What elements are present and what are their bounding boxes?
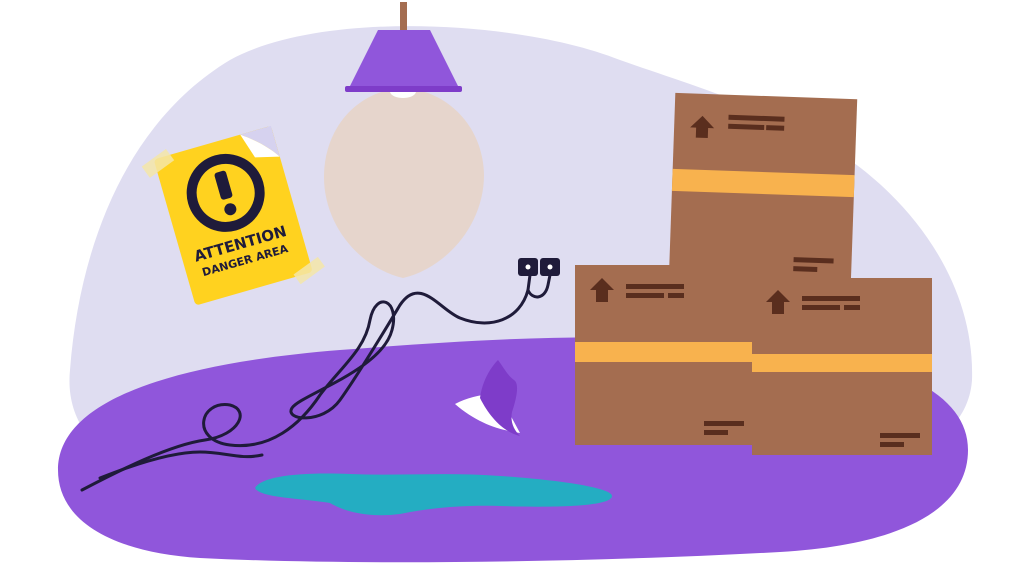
lamp-bulb	[323, 88, 484, 278]
warning-sign-icon: ATTENTION DANGER AREA	[141, 125, 325, 305]
lamp-shade	[348, 30, 460, 90]
plug-icon	[518, 258, 560, 276]
bent-paper-icon	[455, 360, 520, 436]
cardboard-box-icon	[752, 278, 932, 455]
cable-icon	[80, 273, 532, 492]
cardboard-box-icon	[575, 265, 761, 445]
lamp-icon	[323, 2, 484, 278]
puddle-icon	[255, 473, 612, 516]
cardboard-box-icon	[668, 92, 858, 285]
lamp-cord	[400, 2, 407, 30]
